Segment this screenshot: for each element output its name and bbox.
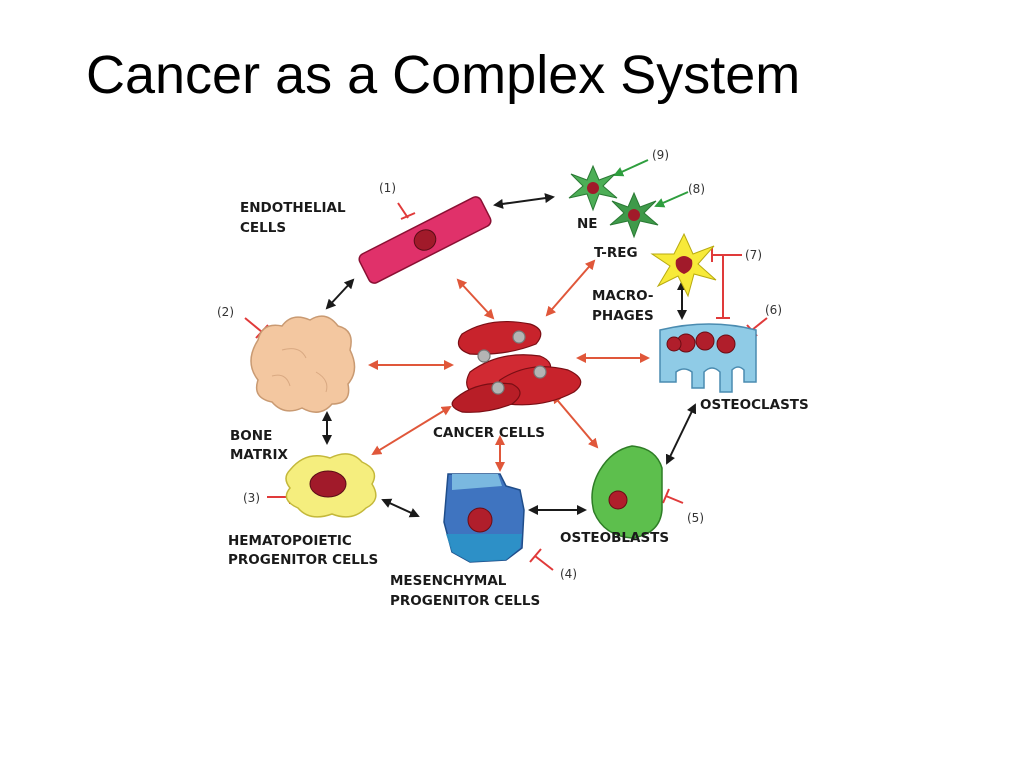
label-cancer-cells: CANCER CELLS — [433, 425, 545, 441]
inhibit-4 — [529, 548, 554, 571]
inhibit-7 — [716, 254, 742, 319]
label-endothelial-2: CELLS — [240, 220, 286, 236]
macrophage-cell — [650, 232, 717, 298]
green-arrows — [613, 159, 689, 208]
inhibit-5 — [662, 488, 684, 504]
label-osteoblasts: OSTEOBLASTS — [560, 530, 669, 546]
arrow-endothelial-bone — [325, 278, 355, 310]
slide-title: Cancer as a Complex System — [86, 45, 801, 105]
number-2: (2) — [217, 305, 234, 319]
label-macro-2: PHAGES — [592, 308, 654, 324]
cancer-interaction-arrows — [368, 259, 650, 472]
inhibit-7b — [711, 248, 723, 262]
arrow-cancer-hematopoietic — [371, 405, 452, 456]
reference-numbers: (1) (2) (3) (4) (5) (6) (7) (8) (9) — [217, 148, 782, 581]
label-treg: T-REG — [594, 245, 638, 261]
bone-matrix — [250, 315, 356, 413]
number-6: (6) — [765, 303, 782, 317]
label-hematopoietic-1: HEMATOPOIETIC — [228, 533, 352, 549]
arrow-cancer-endothelial — [456, 278, 495, 320]
arrow-cancer-osteoblast — [551, 393, 599, 449]
label-bone-1: BONE — [230, 428, 272, 444]
treg-cell — [609, 191, 659, 239]
number-4: (4) — [560, 567, 577, 581]
label-macro-1: MACRO- — [592, 288, 654, 304]
arrow-cancer-treg — [545, 259, 596, 317]
label-endothelial-1: ENDOTHELIAL — [240, 200, 346, 216]
arrow-9 — [613, 159, 649, 177]
number-5: (5) — [687, 511, 704, 525]
arrow-osteoblast-osteoclast — [665, 403, 697, 465]
number-7: (7) — [745, 248, 762, 262]
cell-labels: ENDOTHELIAL CELLS NE T-REG MACRO- PHAGES… — [228, 200, 809, 609]
arrow-hematopoietic-mesenchymal — [381, 498, 420, 518]
cell-cell-arrows — [322, 193, 697, 518]
arrow-endothelial-ne — [493, 193, 555, 209]
arrow-8 — [654, 191, 689, 208]
label-osteoclasts: OSTEOCLASTS — [700, 397, 809, 413]
number-9: (9) — [652, 148, 669, 162]
label-ne: NE — [577, 216, 598, 232]
number-8: (8) — [688, 182, 705, 196]
cancer-cells — [451, 320, 582, 413]
ne-cell — [568, 164, 618, 212]
endothelial-cell — [358, 196, 492, 284]
osteoclast-cell — [659, 323, 757, 393]
mesenchymal-cell — [443, 473, 525, 563]
label-mesenchymal-1: MESENCHYMAL — [390, 573, 507, 589]
label-bone-2: MATRIX — [230, 447, 288, 463]
osteoblast-cell — [591, 445, 663, 539]
number-1: (1) — [379, 181, 396, 195]
label-mesenchymal-2: PROGENITOR CELLS — [390, 593, 540, 609]
hematopoietic-cell — [285, 453, 377, 518]
number-3: (3) — [243, 491, 260, 505]
inhibit-1 — [397, 202, 416, 220]
label-hematopoietic-2: PROGENITOR CELLS — [228, 552, 378, 568]
